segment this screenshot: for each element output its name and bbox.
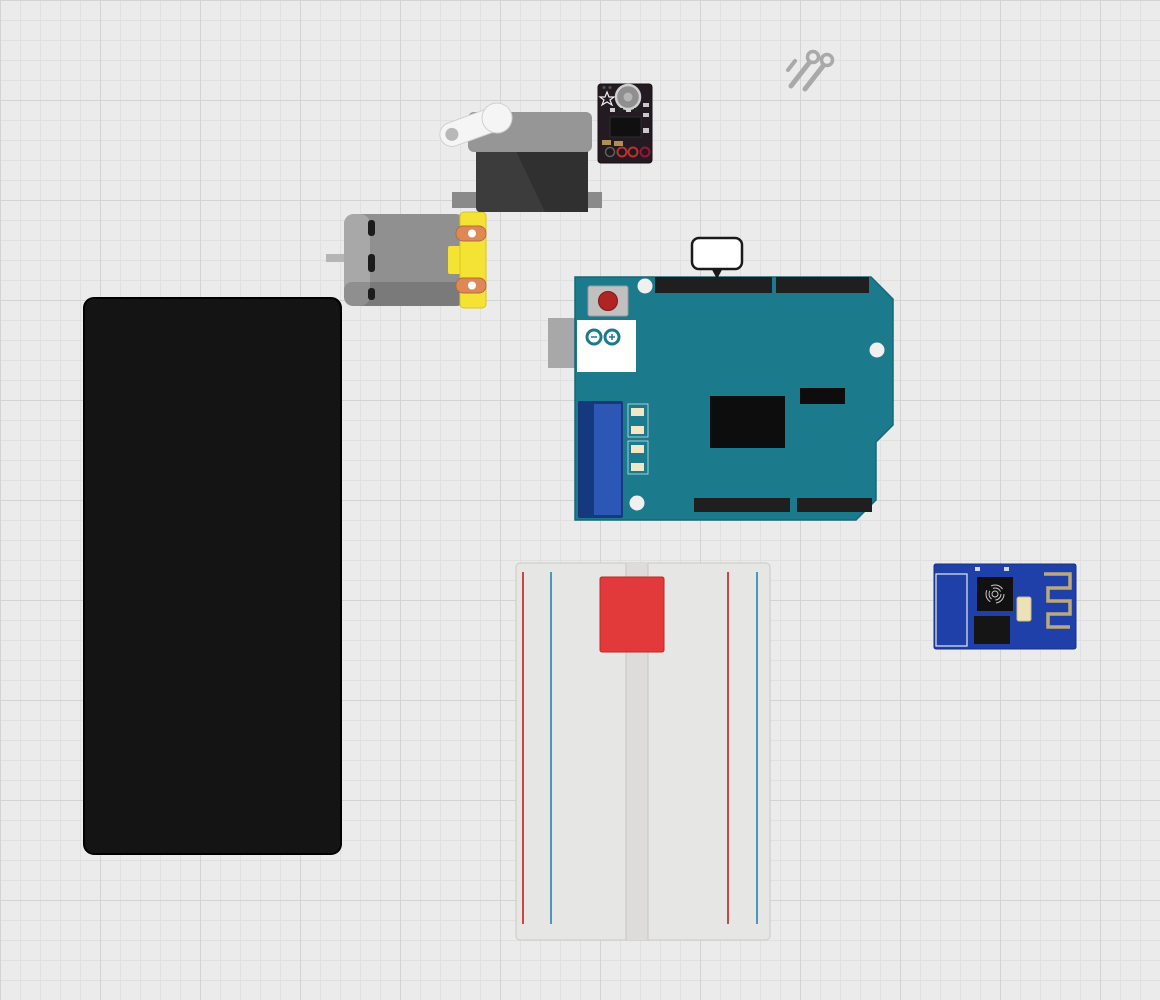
reset-button[interactable] — [598, 291, 618, 311]
smd-chip — [800, 388, 845, 404]
battery-pack-8xaa[interactable] — [83, 297, 342, 855]
code-tooltip[interactable] — [690, 236, 744, 279]
jumper-pad — [631, 445, 644, 453]
via — [608, 86, 612, 89]
breadboard-center-gap — [626, 563, 648, 940]
arduino-motor-shield-rev3[interactable] — [548, 276, 894, 521]
logo-trace-icon — [786, 59, 797, 72]
sensor-pin-out[interactable] — [639, 146, 651, 158]
motor-body[interactable] — [344, 214, 466, 306]
logo-trace-icon — [819, 52, 835, 68]
smd — [643, 113, 649, 117]
motor-vent — [368, 254, 375, 272]
arduino-logo-icon — [585, 328, 603, 346]
servo-horn[interactable] — [435, 99, 516, 153]
sensor-pin-gnd[interactable] — [616, 146, 628, 158]
adafruit-star-icon — [598, 90, 616, 107]
logo-trace-icon — [805, 49, 821, 65]
module-board[interactable] — [599, 576, 665, 653]
tooltip-bubble[interactable] — [690, 236, 744, 271]
smd — [634, 108, 639, 112]
smd — [975, 567, 980, 571]
dc-motor[interactable] — [326, 211, 487, 309]
channel-a-box — [627, 440, 649, 475]
chip-spiral — [985, 584, 1005, 604]
arduino-logo-icon — [603, 328, 621, 346]
esp8266-wifi-module[interactable] — [933, 563, 1077, 650]
power-header — [694, 498, 790, 512]
digital-header-right — [776, 277, 869, 293]
logo-trace-icon — [802, 63, 826, 92]
battery-pack-case[interactable] — [83, 297, 342, 855]
via — [602, 86, 606, 89]
terminal-hole — [468, 229, 476, 238]
esp-header-outline — [935, 573, 968, 647]
esp-flash-chip — [974, 616, 1010, 644]
esp-antenna-trace — [1044, 572, 1072, 629]
sensor-ic-chip — [609, 116, 642, 138]
servo-tab — [452, 192, 482, 208]
driver-chip — [710, 396, 785, 448]
esp-crystal — [1016, 596, 1032, 622]
motor-shade — [344, 282, 466, 306]
smd — [626, 108, 631, 112]
motor-end-cap — [344, 214, 370, 306]
microphone-sensor-breakout[interactable] — [597, 83, 653, 164]
chip-spiral — [988, 587, 1002, 601]
terminal-hole — [468, 281, 476, 290]
mounting-hole — [637, 278, 653, 294]
sensor-pin-vcc[interactable] — [627, 146, 639, 158]
servo-motor[interactable] — [435, 99, 602, 212]
smd — [643, 128, 649, 133]
motor-vent — [368, 288, 375, 300]
breadboard[interactable] — [515, 562, 771, 941]
logo-trace-icon — [788, 60, 812, 89]
sensor-pin[interactable] — [604, 146, 616, 158]
smd — [610, 108, 615, 112]
analog-header — [797, 498, 872, 512]
esp-chip — [977, 577, 1013, 611]
motor-shaft — [326, 254, 350, 262]
smd — [602, 140, 611, 145]
smd — [618, 108, 623, 112]
chip-spiral — [991, 590, 999, 598]
jumper-pad — [631, 408, 644, 416]
label-panel — [577, 320, 636, 372]
digital-header-left — [655, 277, 772, 293]
mounting-hole — [869, 342, 885, 358]
mounting-hole — [629, 495, 645, 511]
screw-terminal-inner — [594, 404, 621, 515]
jumper-pad — [631, 463, 644, 471]
logic-level-converter[interactable] — [599, 576, 665, 653]
smd — [614, 141, 623, 146]
mic-center — [623, 92, 633, 102]
channel-b-box — [627, 403, 649, 438]
cirkit-designer-logo — [786, 49, 835, 92]
smd — [1004, 567, 1009, 571]
smd — [643, 103, 649, 107]
jumper-pad — [631, 426, 644, 434]
motor-vent — [368, 220, 375, 236]
